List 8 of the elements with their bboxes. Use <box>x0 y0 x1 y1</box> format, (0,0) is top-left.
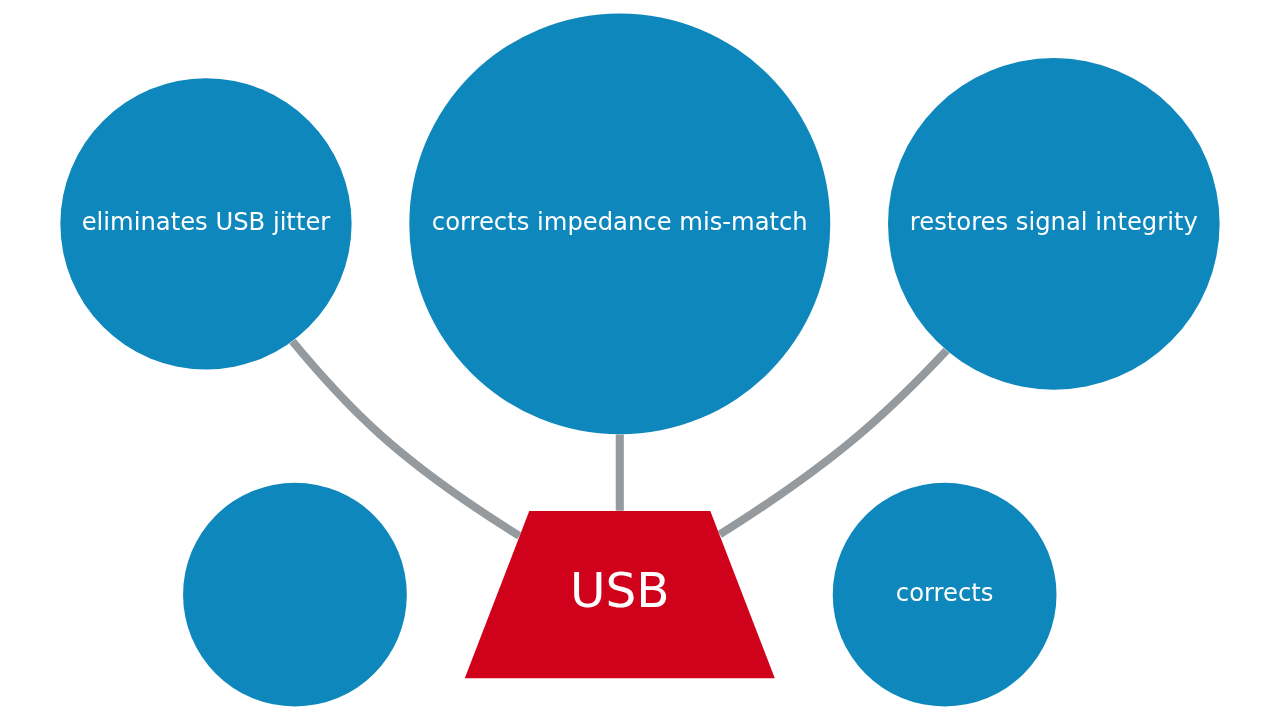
node-circle: eliminates USB jitter <box>60 78 352 370</box>
connector <box>615 434 624 511</box>
node-circle: corrects <box>832 482 1057 707</box>
node-circle: restores signal integrity <box>888 58 1220 390</box>
node-circle <box>183 482 407 707</box>
connector <box>717 347 950 538</box>
node-circle: corrects impedance mis-match <box>409 13 831 435</box>
connector <box>289 338 522 540</box>
